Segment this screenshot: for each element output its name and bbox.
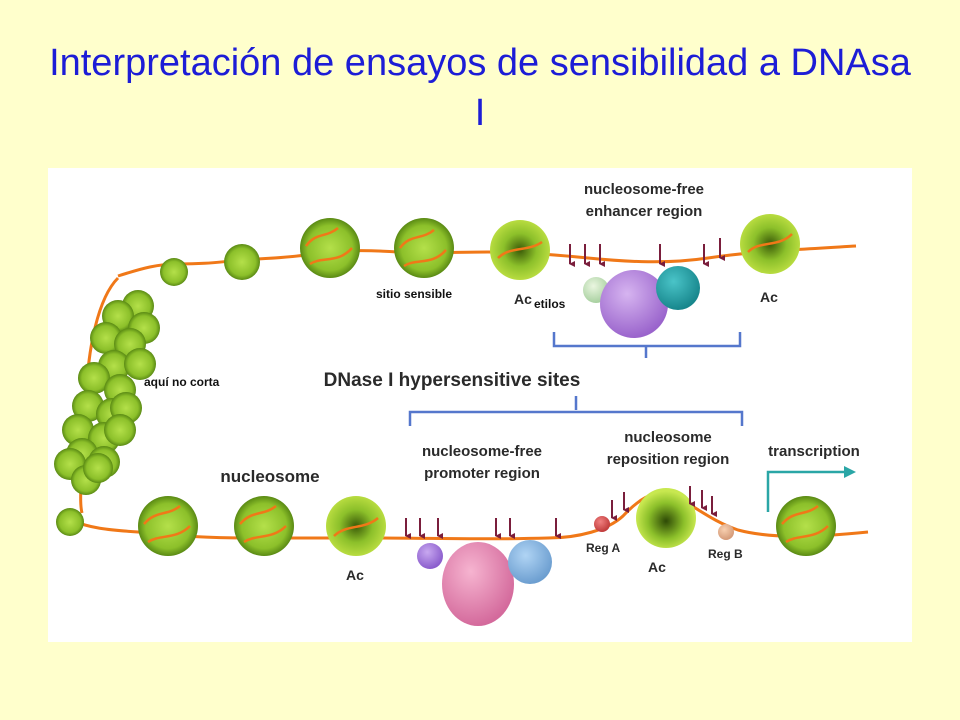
ac-label-bottom-1: Ac <box>346 567 364 583</box>
nucleosome-bottom-ac <box>326 496 386 556</box>
nucleosome-top-1 <box>160 258 188 286</box>
transcription-label: transcription <box>768 443 860 460</box>
ac-label-bottom-2: Ac <box>648 559 666 575</box>
reg-b-factor <box>718 524 734 540</box>
promoter-label-line2: promoter region <box>424 465 540 482</box>
nucleosome-reposition-ac <box>636 488 696 548</box>
factor-small-purple <box>417 543 443 569</box>
nucleosome-label: nucleosome <box>220 467 319 486</box>
annotation-etilos: etilos <box>534 297 566 311</box>
condensed-chromatin-cluster <box>54 290 160 495</box>
bracket-top <box>552 332 742 358</box>
transcription-arrow <box>766 470 846 512</box>
reg-b-label: Reg B <box>708 547 743 561</box>
reposition-label-line2: reposition region <box>607 451 730 468</box>
nucleosome-top-3 <box>300 218 360 278</box>
ac-label-top-1: Ac <box>514 291 532 307</box>
nucleosome-bottom-3 <box>234 496 294 556</box>
nucleosome-bottom-1 <box>56 508 84 536</box>
ac-label-top-2: Ac <box>760 289 778 305</box>
factor-purple-large <box>600 270 668 338</box>
nucleosome-top-2 <box>224 244 260 280</box>
hypersensitive-sites-label: DNase I hypersensitive sites <box>324 370 581 391</box>
factor-teal <box>656 266 700 310</box>
chromatin-diagram: nucleosome-free enhancer region Ac Ac DN… <box>48 168 912 642</box>
slide-title: Interpretación de ensayos de sensibilida… <box>49 42 911 134</box>
annotation-sitio-sensible: sitio sensible <box>376 287 452 301</box>
transcription-arrow-head <box>844 466 856 478</box>
promoter-label-line1: nucleosome-free <box>422 443 542 460</box>
dnase-arrows-bottom <box>405 486 717 539</box>
enhancer-label-line1: nucleosome-free <box>584 181 704 198</box>
nucleosome-top-ac-1 <box>490 220 550 280</box>
nucleosome-bottom-2 <box>138 496 198 556</box>
factor-pink-large <box>442 542 514 626</box>
nucleosome-top-ac-2 <box>740 214 800 274</box>
nucleosome-top-4 <box>394 218 454 278</box>
dnase-arrows-top <box>569 238 725 267</box>
annotation-aqui-no-corta: aquí no corta <box>144 375 220 389</box>
nucleosome-bottom-right <box>776 496 836 556</box>
bracket-bottom <box>408 396 744 426</box>
reposition-label-line1: nucleosome <box>624 429 712 446</box>
factor-light-blue <box>508 540 552 584</box>
enhancer-label-line2: enhancer region <box>586 203 703 220</box>
reg-a-factor <box>594 516 610 532</box>
reg-a-label: Reg A <box>586 541 621 555</box>
diagram-canvas: nucleosome-free enhancer region Ac Ac DN… <box>54 181 869 626</box>
